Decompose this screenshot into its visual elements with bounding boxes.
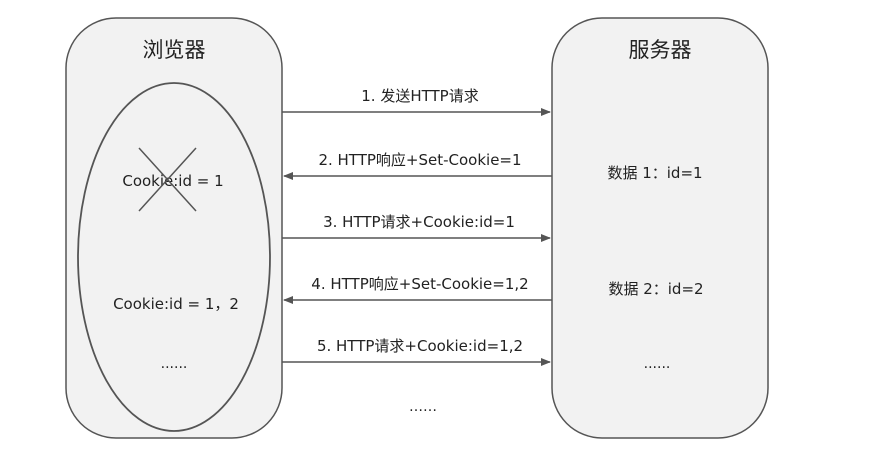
browser-box: [65, 17, 283, 439]
message-2: 2. HTTP响应+Set-Cookie=1: [283, 151, 552, 180]
message-1-label: 1. 发送HTTP请求: [361, 87, 478, 105]
cookie-current-text: Cookie:id = 1，2: [113, 295, 239, 313]
message-5: 5. HTTP请求+Cookie:id=1,2: [282, 337, 551, 366]
browser-ellipsis: ......: [161, 356, 188, 372]
footer-ellipsis: ……: [409, 399, 437, 415]
message-3: 3. HTTP请求+Cookie:id=1: [282, 213, 551, 242]
message-2-label: 2. HTTP响应+Set-Cookie=1: [318, 151, 521, 169]
server-data-2: 数据 2：id=2: [608, 280, 703, 298]
server-ellipsis: ......: [644, 356, 671, 372]
server-data-1: 数据 1：id=1: [607, 164, 702, 182]
server-panel: 服务器 数据 1：id=1 数据 2：id=2 ......: [551, 17, 769, 439]
server-box: [551, 17, 769, 439]
message-1: 1. 发送HTTP请求: [282, 87, 551, 116]
delete-cross-icon: [138, 147, 197, 212]
browser-panel: 浏览器 Cookie:id = 1 Cookie:id = 1，2 ......: [65, 17, 283, 439]
cookie-deleted-text: Cookie:id = 1: [122, 172, 223, 190]
message-3-label: 3. HTTP请求+Cookie:id=1: [323, 213, 515, 231]
server-title: 服务器: [629, 38, 692, 62]
cookie-store-ellipse: [77, 82, 271, 432]
message-4-label: 4. HTTP响应+Set-Cookie=1,2: [311, 275, 528, 293]
message-5-label: 5. HTTP请求+Cookie:id=1,2: [317, 337, 523, 355]
browser-title: 浏览器: [143, 38, 206, 62]
message-4: 4. HTTP响应+Set-Cookie=1,2: [283, 275, 552, 304]
